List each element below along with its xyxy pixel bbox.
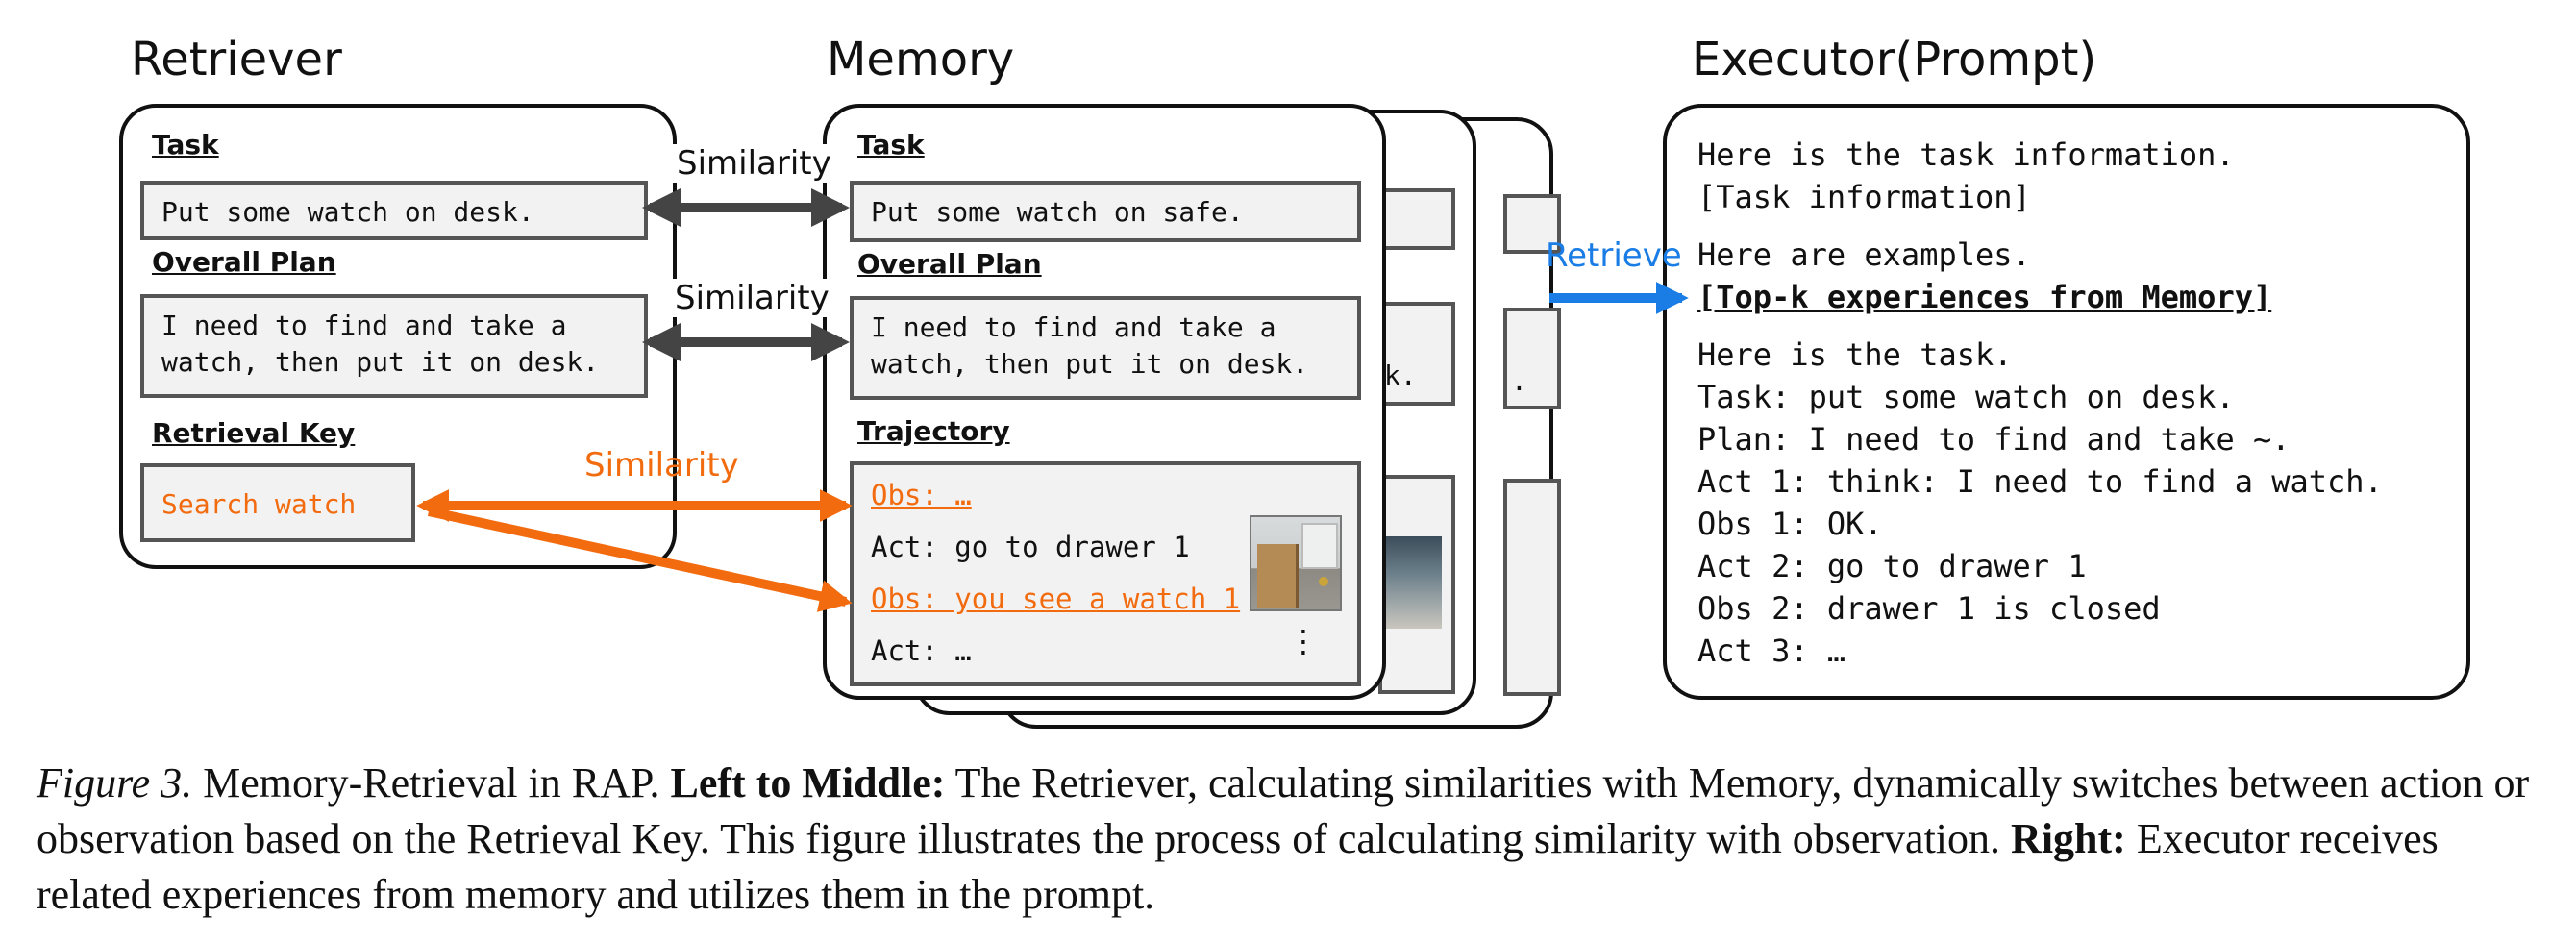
- memory-title: Memory: [827, 33, 1015, 87]
- caption-figure-label: Figure 3.: [37, 759, 193, 807]
- executor-line-10: Act 2: go to drawer 1: [1697, 548, 2087, 584]
- caption-bold-right: Right:: [2011, 815, 2126, 862]
- memory-task-label: Task: [857, 129, 925, 161]
- retriever-title: Retriever: [131, 33, 342, 87]
- caption-bold-left-middle: Left to Middle:: [670, 759, 946, 807]
- trajectory-scene-image: [1250, 515, 1342, 611]
- key-obs2-similarity-arrow: [427, 507, 853, 612]
- retriever-plan-label: Overall Plan: [152, 246, 336, 278]
- rap-memory-retrieval-figure: Retriever Memory Executor(Prompt) . k. T…: [119, 33, 2470, 729]
- memory-back2-traj-box: [1503, 479, 1561, 696]
- scene-watch-object: [1319, 577, 1328, 586]
- scene-cabinet: [1257, 544, 1299, 608]
- executor-line-6: Task: put some watch on desk.: [1697, 379, 2235, 415]
- memory-back1-traj-box: [1378, 475, 1455, 694]
- trajectory-obs-2: Obs: you see a watch 1: [871, 583, 1241, 615]
- similarity-label-plan: Similarity: [671, 279, 833, 317]
- executor-title: Executor(Prompt): [1692, 33, 2097, 87]
- memory-plan-label: Overall Plan: [857, 248, 1042, 280]
- executor-line-8: Act 1: think: I need to find a watch.: [1697, 463, 2383, 500]
- executor-line-11: Obs 2: drawer 1 is closed: [1697, 590, 2161, 627]
- caption-text-3: Executor receives related experiences fr…: [37, 815, 2439, 918]
- retrieve-label: Retrieve: [1546, 236, 1682, 275]
- similarity-label-key: Similarity: [584, 446, 739, 484]
- executor-line-12: Act 3: …: [1697, 633, 1846, 669]
- figure-caption: Figure 3. Memory-Retrieval in RAP. Left …: [37, 756, 2545, 923]
- caption-text-2: The Retriever, calculating similarities …: [37, 759, 2530, 862]
- memory-back2-plan-box: .: [1503, 308, 1561, 409]
- memory-card-front: Task Put some watch on safe. Overall Pla…: [823, 104, 1386, 700]
- trajectory-more-ellipsis: ⋮: [1288, 623, 1319, 659]
- retriever-plan-box: I need to find and take a watch, then pu…: [140, 294, 648, 398]
- memory-task-box: Put some watch on safe.: [850, 181, 1361, 242]
- executor-line-7: Plan: I need to find and take ~.: [1697, 421, 2291, 458]
- executor-line-5: Here is the task.: [1697, 336, 2013, 373]
- executor-line-2: [Task information]: [1697, 179, 2031, 215]
- retriever-task-label: Task: [152, 129, 219, 161]
- similarity-label-task: Similarity: [673, 144, 835, 183]
- memory-trajectory-box: Obs: … Act: go to drawer 1 Obs: you see …: [850, 461, 1361, 686]
- trajectory-act-1: Act: go to drawer 1: [871, 531, 1190, 563]
- retriever-task-box: Put some watch on desk.: [140, 181, 648, 240]
- executor-line-1: Here is the task information.: [1697, 136, 2235, 173]
- retrieval-key-box: Search watch: [140, 463, 415, 542]
- executor-line-3: Here are examples.: [1697, 236, 2031, 273]
- scene-wall-panel: [1301, 523, 1338, 569]
- memory-trajectory-label: Trajectory: [857, 415, 1010, 447]
- trajectory-obs-1: Obs: …: [871, 479, 972, 511]
- executor-line-4: [Top-k experiences from Memory]: [1697, 279, 2272, 315]
- caption-text-1: Memory-Retrieval in RAP.: [192, 759, 671, 807]
- memory-plan-box: I need to find and take a watch, then pu…: [850, 296, 1361, 400]
- connector-arrows: [416, 188, 1689, 612]
- memory-back2-task-box: [1503, 194, 1561, 254]
- executor-panel: Here is the task information. [Task info…: [1663, 104, 2470, 700]
- executor-line-9: Obs 1: OK.: [1697, 506, 1883, 542]
- memory-back1-scene-image: [1384, 536, 1442, 629]
- trajectory-act-2: Act: …: [871, 634, 972, 667]
- retrieval-key-label: Retrieval Key: [152, 417, 356, 449]
